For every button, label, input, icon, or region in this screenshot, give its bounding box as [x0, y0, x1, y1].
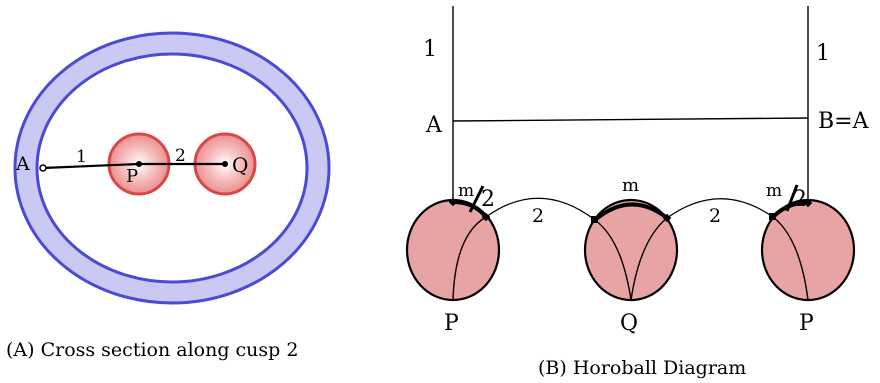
arc-label-left-m: m [458, 181, 474, 201]
link-label-right: 2 [709, 205, 721, 227]
slash-right [785, 184, 799, 212]
caption-b: (B) Horoball Diagram [538, 357, 746, 379]
caption-a: (A) Cross section along cusp 2 [6, 339, 298, 361]
arc-label-mid-m: m [622, 175, 639, 196]
inner-arc-mid-left [594, 219, 632, 301]
arc-label-left-den: 2 [481, 187, 495, 212]
link-label-left: 2 [532, 205, 544, 227]
inner-arc-right [772, 216, 809, 301]
inner-arc-mid-right [630, 217, 668, 301]
marker-left-side [481, 212, 491, 222]
point-q-dot [222, 161, 228, 167]
point-p-dot [136, 161, 142, 167]
slash-left [468, 185, 485, 213]
marker-right-side [769, 213, 776, 220]
marker-left-top [448, 197, 458, 207]
ball-label-mid-q: Q [620, 311, 638, 336]
segment-ap-label: 1 [76, 147, 87, 167]
ball-label-right-p: P [799, 311, 814, 336]
point-a-dot [39, 164, 47, 172]
meridian-arc-mid [593, 202, 669, 222]
cusp-inner-boundary [35, 52, 309, 284]
arc-label-right-den: 2 [793, 187, 807, 212]
vertical-right-label: 1 [816, 41, 830, 66]
point-p-label: P [126, 166, 138, 187]
horizontal-line-ab [452, 117, 809, 122]
point-b-label: B=A [818, 109, 870, 134]
ball-label-left-p: P [444, 311, 459, 336]
marker-mid-left [591, 216, 598, 223]
point-q-label: Q [232, 153, 248, 177]
inner-arc-left [452, 216, 487, 301]
point-a-label: A [15, 153, 30, 175]
segment-pq-label: 2 [175, 146, 186, 166]
segment-a-p [42, 162, 140, 170]
geodesic-link-left [485, 197, 596, 221]
panel-b: 1 1 A B=A m 2 m m 2 2 [405, 6, 870, 379]
geodesic-link-right [666, 198, 774, 219]
panel-a: A 1 P 2 Q (A) Cross section along cusp 2 [6, 31, 331, 361]
arc-label-right-m: m [766, 181, 782, 201]
vertical-left-label: 1 [423, 37, 437, 62]
point-a-label-b: A [425, 113, 443, 138]
